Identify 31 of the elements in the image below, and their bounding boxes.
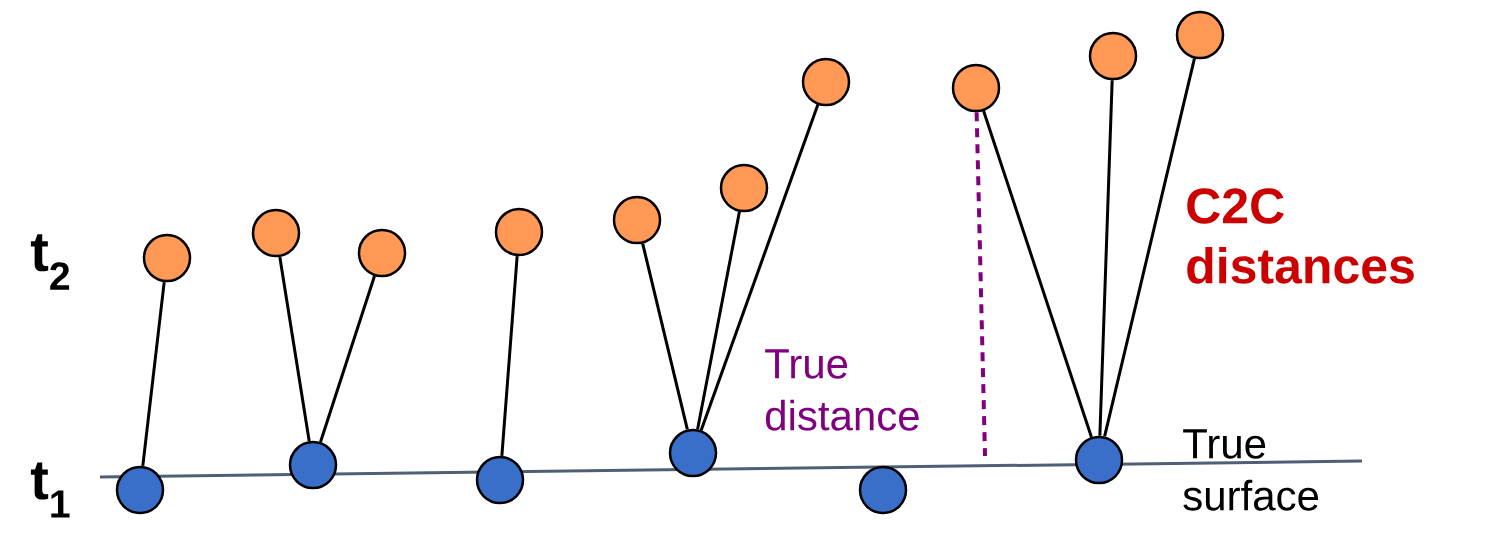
connector-line (982, 110, 1093, 438)
point-circle (357, 228, 407, 278)
point-circle (1074, 435, 1124, 485)
annotation-text: True distance (765, 349, 919, 431)
point-circle (1175, 10, 1225, 60)
heading: C2C distances (1187, 188, 1414, 284)
point-circle (858, 465, 908, 515)
connector-line (319, 275, 376, 443)
point-circle (115, 465, 165, 515)
point-circle (475, 455, 525, 505)
point-circle (142, 233, 192, 283)
connector-line (696, 211, 741, 430)
connector-line (141, 281, 166, 467)
dashed-line (974, 112, 987, 457)
connector-line (1098, 80, 1114, 436)
point-circle (801, 57, 851, 107)
point-circle (951, 63, 1001, 113)
connector-line (699, 104, 820, 431)
t-label: t$_{2}$ (30, 234, 70, 290)
annotation-text: True surface (1183, 429, 1319, 511)
point-circle (719, 163, 769, 213)
connector-line (641, 243, 689, 430)
point-circle (251, 208, 301, 258)
point-circle (1088, 31, 1138, 81)
connector-line (278, 256, 311, 442)
connector-line (1103, 58, 1196, 437)
point-circle (288, 440, 338, 490)
point-circle (612, 195, 662, 245)
connector-line (500, 256, 519, 456)
point-circle (668, 428, 718, 478)
point-circle (494, 207, 544, 257)
